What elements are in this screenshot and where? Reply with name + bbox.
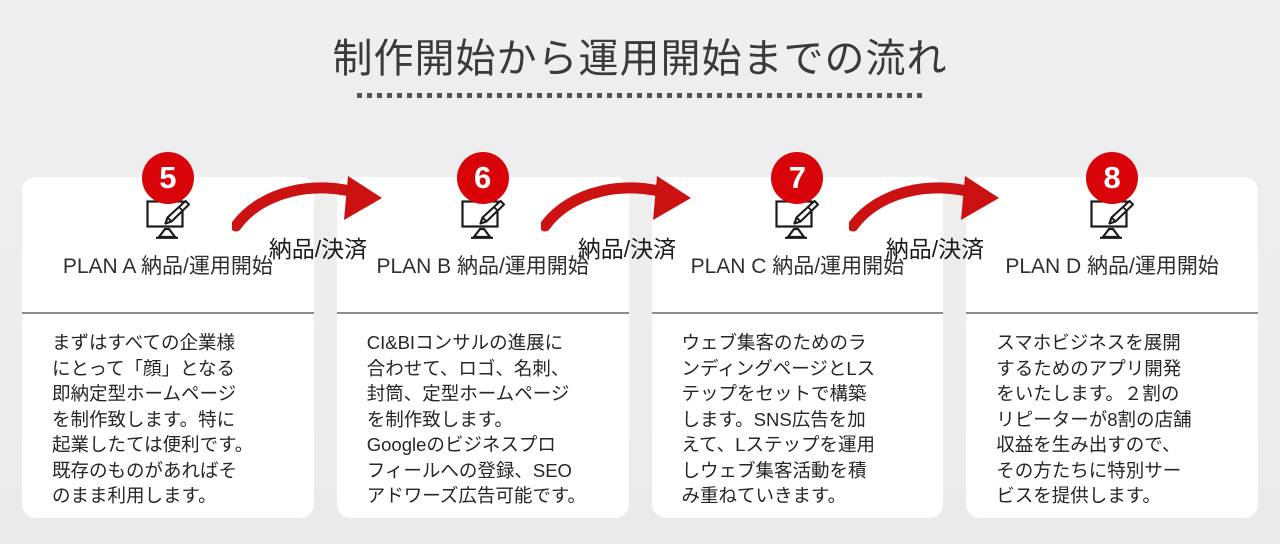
plan-card-a-divider xyxy=(22,312,314,314)
page-title: 制作開始から運用開始までの流れ xyxy=(332,37,948,81)
body-line: をいたします。２割の xyxy=(996,383,1180,404)
page-title-block: 制作開始から運用開始までの流れ xyxy=(0,34,1280,98)
body-line: スマホビジネスを展開 xyxy=(996,332,1181,353)
plan-card-a-body: まずはすべての企業様 にとって「顔」となる 即納定型ホームページ を制作致します… xyxy=(22,314,314,509)
monitor-brush-icon xyxy=(774,199,820,241)
body-line: 合わせて、ロゴ、名刺、 xyxy=(366,357,570,379)
monitor-brush-icon xyxy=(460,199,506,241)
plan-card-c[interactable]: 7 PLAN C 納品/運用開始 ウェブ集客のためのラ ンデ xyxy=(651,152,944,518)
step-badge-5: 5 xyxy=(141,152,194,204)
body-line: 即納定型ホームページ xyxy=(52,383,237,404)
body-line: のまま利用します。 xyxy=(52,485,217,506)
body-line: リピーターが8割の店舗 xyxy=(996,408,1192,430)
body-line: ビスを提供します。 xyxy=(996,485,1161,506)
plan-card-c-header: PLAN C 納品/運用開始 xyxy=(652,177,944,312)
plan-card-d-body: スマホビジネスを展開 するためのアプリ開発 をいたします。２割の リピーターが8… xyxy=(966,314,1258,509)
plan-card-d-divider xyxy=(966,312,1258,314)
body-line: を制作致します。特に xyxy=(52,408,236,430)
body-line: その方たちに特別サー xyxy=(996,459,1182,481)
body-line: 収益を生み出すので、 xyxy=(996,434,1181,455)
plan-card-a[interactable]: 5 PLAN A 納品/運用開始 まずはすべての企業様 にと xyxy=(22,152,314,518)
step-badge-8: 8 xyxy=(1086,152,1139,204)
body-line: するためのアプリ開発 xyxy=(996,357,1182,379)
body-line: テップをセットで構築 xyxy=(681,383,867,404)
plan-card-d[interactable]: 8 PLAN D 納品/運用開始 スマホビジネスを展開 する xyxy=(966,152,1258,518)
plan-card-c-body: ウェブ集客のためのラ ンディングページとLス テップをセットで構築 します。SN… xyxy=(652,314,944,509)
plan-card-b-body: CI&BIコンサルの進展に 合わせて、ロゴ、名刺、 封筒、定型ホームページ を制… xyxy=(337,314,629,509)
body-line: 封筒、定型ホームページ xyxy=(366,383,570,404)
plan-card-d-title: PLAN D 納品/運用開始 xyxy=(1005,255,1219,278)
body-line: ウェブ集客のためのラ xyxy=(681,332,867,353)
monitor-brush-icon xyxy=(145,199,191,241)
body-line: を制作致します。 xyxy=(366,408,513,430)
step-badge-6: 6 xyxy=(456,152,509,204)
body-line: アドワーズ広告可能です。 xyxy=(366,485,586,506)
plan-card-a-title: PLAN A 納品/運用開始 xyxy=(62,255,273,278)
body-line: み重ねていきます。 xyxy=(681,485,847,506)
body-line: 既存のものがあればそ xyxy=(52,459,238,481)
plan-card-b-header: PLAN B 納品/運用開始 xyxy=(337,177,629,312)
plan-card-b[interactable]: 6 PLAN B 納品/運用開始 CI&BIコンサルの進展に xyxy=(336,152,629,518)
plan-card-b-title: PLAN B 納品/運用開始 xyxy=(376,255,589,278)
body-line: 起業したては便利です。 xyxy=(52,434,254,455)
body-line: にとって「顔」となる xyxy=(52,357,235,379)
plan-card-b-divider xyxy=(336,312,629,314)
body-line: します。SNS広告を加 xyxy=(681,408,866,430)
body-line: えて、Lステップを運用 xyxy=(681,434,875,455)
step-badge-7: 7 xyxy=(771,152,824,204)
body-line: フィールへの登録、SEO xyxy=(366,459,572,481)
body-line: ンディングページとLス xyxy=(681,357,876,379)
body-line: まずはすべての企業様 xyxy=(52,332,235,353)
body-line: しウェブ集客活動を積 xyxy=(681,459,867,481)
body-line: CI&BIコンサルの進展に xyxy=(366,332,564,353)
plan-card-c-divider xyxy=(651,312,944,314)
plan-card-row: 5 PLAN A 納品/運用開始 まずはすべての企業様 にと xyxy=(22,152,1258,518)
plan-card-a-header: PLAN A 納品/運用開始 xyxy=(22,177,314,312)
plan-card-c-title: PLAN C 納品/運用開始 xyxy=(690,255,905,278)
body-line: Googleのビジネスプロ xyxy=(366,434,556,455)
title-dotted-rule xyxy=(357,93,923,98)
monitor-brush-icon xyxy=(1089,199,1135,241)
